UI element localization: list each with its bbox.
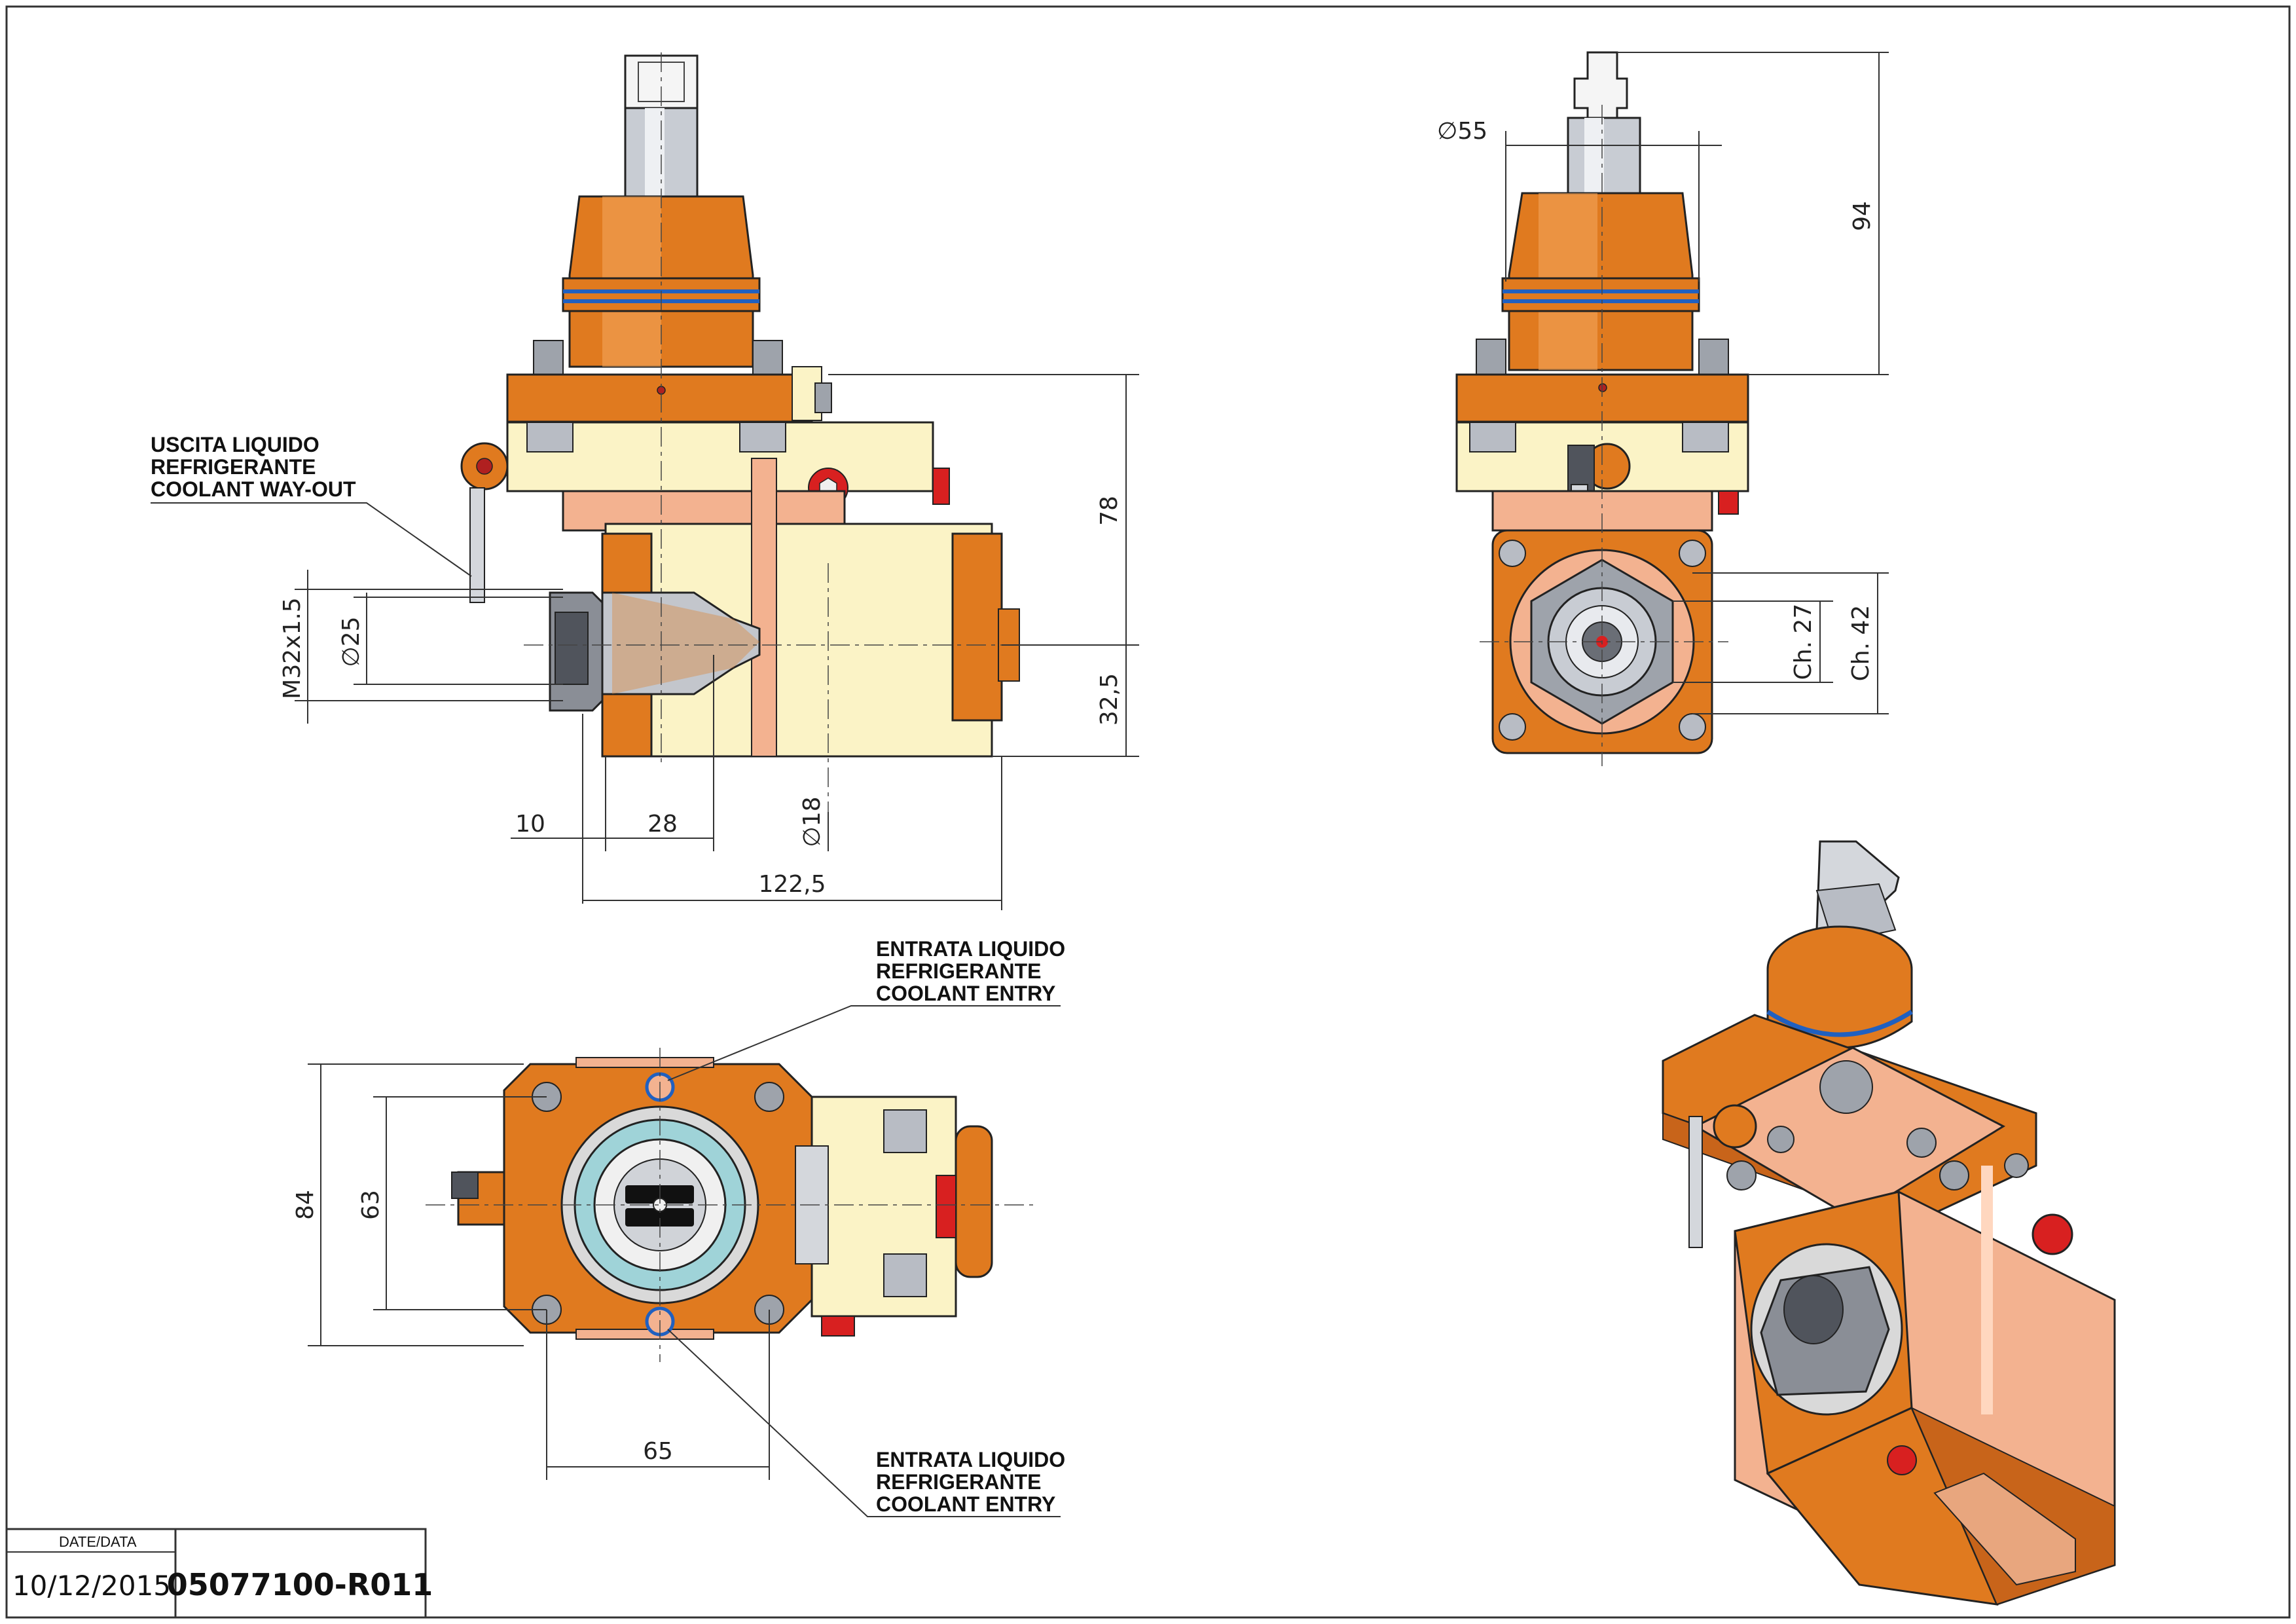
- leader-coolant-out: [151, 502, 472, 577]
- dim-28: 28: [647, 811, 678, 838]
- collet-body: [601, 591, 761, 695]
- isometric-view: [1662, 840, 2116, 1606]
- flange: [506, 373, 813, 423]
- dim-122-5: 122,5: [758, 871, 826, 898]
- spacer-screw-right: [739, 422, 786, 452]
- coolant-out-hole: [476, 458, 493, 475]
- side-plug: [932, 468, 950, 505]
- date-label: DATE/DATA: [59, 1534, 137, 1550]
- dim-65: 65: [643, 1438, 673, 1465]
- sheet-border: [5, 5, 2291, 1619]
- bottom-view: 84 63 65 ENTRATA LIQUIDO REFRIGERANTE CO…: [292, 937, 1065, 1517]
- note-entry-bottom-3: COOLANT ENTRY: [876, 1492, 1055, 1516]
- note-coolant-out-3: COOLANT WAY-OUT: [151, 477, 356, 501]
- dim-32-5: 32,5: [1096, 673, 1123, 726]
- dim-dia25: ∅25: [338, 616, 365, 667]
- collet-section: [612, 593, 759, 694]
- dim-84: 84: [292, 1190, 319, 1220]
- front-view: ∅55 94 Ch. 27 Ch. 42: [1437, 51, 1889, 766]
- coolant-channel: [751, 458, 777, 757]
- body-cap-right: [951, 532, 1003, 722]
- front-shaft-highlight: [1584, 118, 1604, 196]
- note-entry-top-2: REFRIGERANTE: [876, 959, 1041, 983]
- collet-bore: [555, 612, 589, 685]
- coolant-tube: [469, 487, 485, 603]
- leader-entry-top: [667, 1005, 1061, 1081]
- side-view: M32x1.5 ∅25 78 32,5 10 28 ∅18 122,5 USCI…: [151, 52, 1139, 910]
- iso-red-plug: [2032, 1213, 2073, 1255]
- dim-ch27: Ch. 27: [1790, 604, 1817, 680]
- note-entry-top-3: COOLANT ENTRY: [876, 982, 1055, 1005]
- front-shaft-tip: [1573, 51, 1628, 119]
- dim-78: 78: [1096, 496, 1123, 526]
- leader-entry-bottom: [667, 1329, 1061, 1517]
- dim-dia18: ∅18: [799, 796, 826, 847]
- spacer: [506, 421, 934, 492]
- note-coolant-out-1: USCITA LIQUIDO: [151, 433, 319, 456]
- dim-thread: M32x1.5: [279, 597, 306, 699]
- dim-ch42: Ch. 42: [1848, 605, 1874, 682]
- title-block: DATE/DATA 10/12/2015 05077100-R011: [5, 1528, 433, 1619]
- dim-94: 94: [1849, 201, 1876, 231]
- note-entry-bottom-2: REFRIGERANTE: [876, 1470, 1041, 1494]
- dim-10: 10: [515, 811, 545, 838]
- spacer-screw-left: [526, 422, 574, 452]
- note-entry-bottom-1: ENTRATA LIQUIDO: [876, 1448, 1065, 1471]
- drawing-code: 05077100-R011: [167, 1567, 433, 1602]
- dim-63: 63: [357, 1190, 384, 1220]
- note-coolant-out-2: REFRIGERANTE: [151, 455, 316, 479]
- note-entry-top-1: ENTRATA LIQUIDO: [876, 937, 1065, 961]
- dim-dia55: ∅55: [1437, 118, 1487, 145]
- flange-screw: [814, 382, 832, 413]
- date-value: 10/12/2015: [12, 1570, 171, 1602]
